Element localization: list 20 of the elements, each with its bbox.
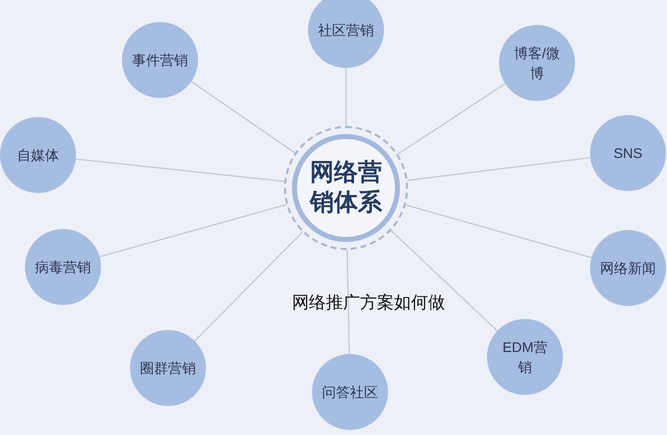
topic-label: 网络新闻 xyxy=(600,258,656,278)
topic-label: SNS xyxy=(614,144,642,163)
hub-title: 网络营销体系 xyxy=(308,158,383,218)
topic-label: 病毒营销 xyxy=(35,258,91,277)
connector-line xyxy=(194,232,303,342)
caption-text: 网络推广方案如何做 xyxy=(292,292,445,314)
topic-label: 问答社区 xyxy=(322,382,378,402)
topic-label: 博客/微博 xyxy=(513,44,561,83)
connector-line xyxy=(99,204,286,258)
topic-label: 自媒体 xyxy=(17,146,59,165)
connector-line xyxy=(407,157,590,181)
topic-label: 圈群营销 xyxy=(140,358,196,378)
connector-line xyxy=(76,158,284,182)
connector-line xyxy=(346,250,350,354)
connector-line xyxy=(345,68,347,126)
topic-label: EDM营销 xyxy=(501,338,549,377)
connector-line xyxy=(390,230,498,332)
connector-line xyxy=(405,204,592,258)
topic-label: 社区营销 xyxy=(318,20,374,40)
topic-label: 事件营销 xyxy=(132,50,188,70)
